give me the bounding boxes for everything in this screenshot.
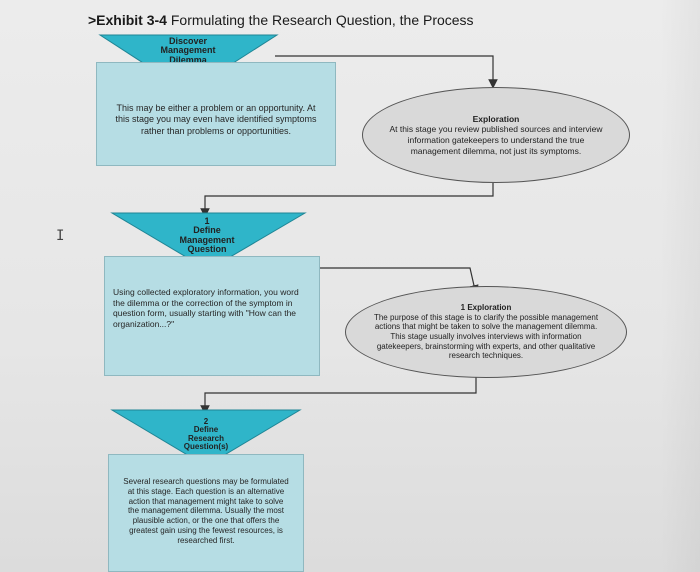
step1-triangle-label: Discover Management Dilemma xyxy=(150,36,226,65)
connector-exploration-2-to-step-3 xyxy=(200,377,477,415)
step3-description-text: Several research questions may be formul… xyxy=(123,477,289,545)
step2-triangle-label: 1 Define Management Question xyxy=(165,216,249,255)
step1-triangle-line-1: Discover xyxy=(168,36,208,46)
connector-exploration-1-to-step-2 xyxy=(200,183,494,218)
step1-description-box: This may be either a problem or an oppor… xyxy=(96,62,336,166)
step2-triangle-line-4: Question xyxy=(187,244,227,255)
step3-triangle-line-4: Question(s) xyxy=(183,442,229,452)
step3-triangle-line-1: 2 xyxy=(203,417,209,426)
text-cursor-icon: I xyxy=(56,228,65,244)
step3-description-box: Several research questions may be formul… xyxy=(108,454,304,572)
step2-description-box: Using collected exploratory information,… xyxy=(104,256,320,376)
step1-triangle-line-2: Management xyxy=(160,45,216,56)
step2-triangle-line-3: Management xyxy=(179,234,235,245)
connector-to-exploration-1 xyxy=(275,55,498,89)
step3-triangle-label: 2 Define Research Question(s) xyxy=(168,417,244,452)
triangle-define-research xyxy=(110,409,302,467)
connector-to-exploration-2 xyxy=(305,267,479,295)
step2-triangle-line-1: 1 xyxy=(204,216,210,226)
step2-description-text: Using collected exploratory information,… xyxy=(113,287,299,329)
step3-triangle-line-3: Research xyxy=(187,433,225,443)
step3-triangle-line-2: Define xyxy=(193,425,219,435)
step1-description-text: This may be either a problem or an oppor… xyxy=(115,103,317,136)
exploration-2-title: 1 Exploration xyxy=(460,303,512,313)
step2-triangle-line-2: Define xyxy=(193,225,221,236)
exploration-2-text: The purpose of this stage is to clarify … xyxy=(373,312,599,361)
step1-triangle-line-3: Dilemma xyxy=(169,54,207,65)
exploration-1-text: At this stage you review published sourc… xyxy=(389,124,603,156)
triangle-define-management xyxy=(110,212,307,271)
exhibit-number: >Exhibit 3-4 xyxy=(88,12,167,28)
exploration-1-ellipse: Exploration At this stage you review pub… xyxy=(362,87,630,183)
exploration-2-ellipse: 1 Exploration The purpose of this stage … xyxy=(345,286,627,378)
page-shadow xyxy=(660,0,700,572)
exhibit-title: >Exhibit 3-4 Formulating the Research Qu… xyxy=(88,12,474,28)
exhibit-title-text: Formulating the Research Question, the P… xyxy=(170,12,474,28)
exploration-1-title: Exploration xyxy=(472,113,520,124)
